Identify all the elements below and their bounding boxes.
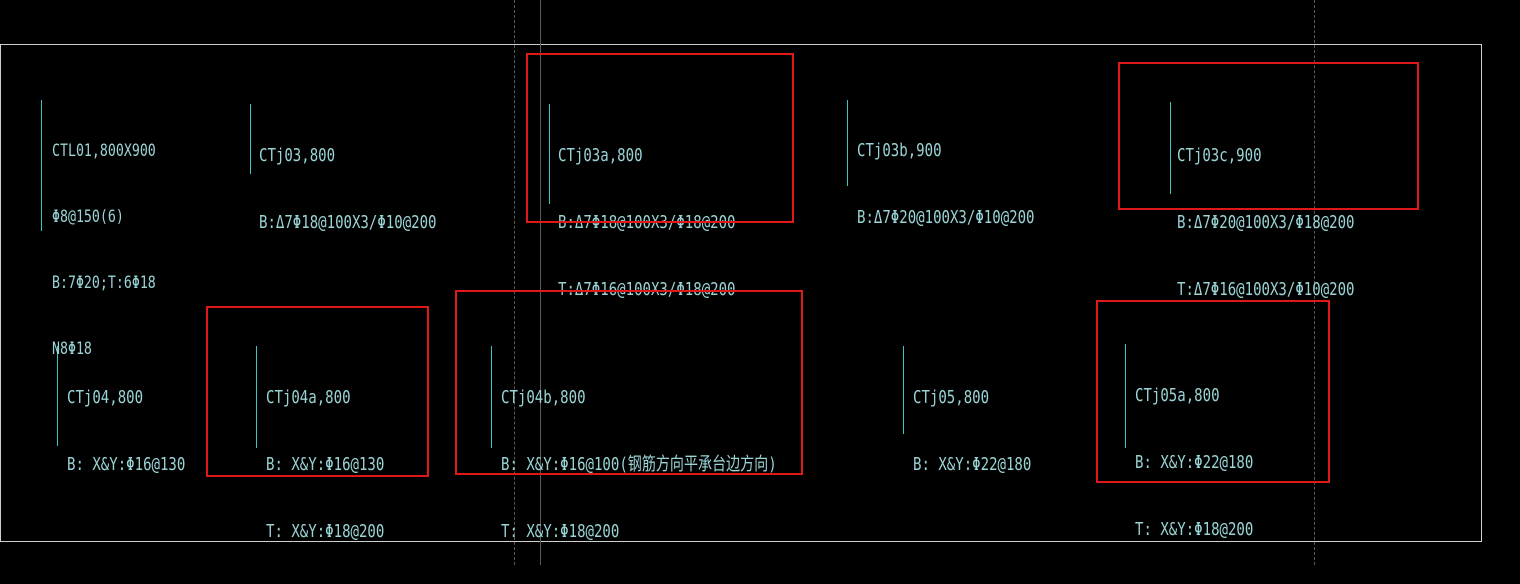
label-line: T: X&Y:Φ18@200 <box>266 521 385 542</box>
leader-line <box>903 346 904 434</box>
label-line: CTj05,800 <box>913 387 990 408</box>
leader-line <box>491 346 492 448</box>
highlight-box <box>206 306 429 477</box>
label-line: CTL01,800X900 <box>52 141 156 161</box>
axis-guide-line <box>540 0 541 565</box>
label-ctj03c[interactable]: CTj03c,900 B:Δ7Φ20@100X3/Φ18@200 T:Δ7Φ16… <box>1177 103 1405 342</box>
axis-guide-line <box>1314 0 1315 565</box>
leader-line <box>256 346 257 448</box>
cad-drawing-canvas: CTL01,800X900 Φ8@150(6) B:7Φ20;T:6Φ18 N8… <box>0 0 1482 565</box>
highlight-box <box>1096 300 1330 483</box>
highlight-box <box>455 290 803 475</box>
leader-line <box>57 346 58 446</box>
label-line: B: X&Y:Φ16@130 <box>266 454 385 475</box>
label-line: CTj04a,800 <box>266 387 351 408</box>
label-line: B:Δ7Φ18@100X3/Φ10@200 <box>259 212 437 233</box>
label-ctj04b[interactable]: CTj04b,800 B: X&Y:Φ16@100(钢筋方向平承台边方向) T:… <box>501 345 854 584</box>
label-line: B: X&Y:Φ22@180 <box>1135 452 1254 473</box>
label-line: B:Δ7Φ20@100X3/Φ10@200 <box>857 207 1035 228</box>
label-ctj05a[interactable]: CTj05a,800 B: X&Y:Φ22@180 T: X&Y:Φ18@200 <box>1135 343 1287 582</box>
axis-guide-line <box>514 0 515 565</box>
leader-line <box>250 104 251 174</box>
label-line: CTj04b,800 <box>501 387 586 408</box>
label-line: B: X&Y:Φ16@130 <box>67 454 186 475</box>
label-line: T:Δ7Φ16@100X3/Φ10@200 <box>1177 279 1355 300</box>
leader-line <box>41 100 42 231</box>
label-line: CTj03c,900 <box>1177 145 1262 166</box>
label-line: B: X&Y:Φ22@180 <box>913 454 1032 475</box>
label-line: T: X&Y:Φ18@200 <box>1135 519 1254 540</box>
label-ctj05[interactable]: CTj05,800 B: X&Y:Φ22@180 <box>913 345 1065 517</box>
label-line: B:Δ7Φ20@100X3/Φ18@200 <box>1177 212 1355 233</box>
label-ctj03[interactable]: CTj03,800 B:Δ7Φ18@100X3/Φ10@200 <box>259 103 487 275</box>
label-line: Φ8@150(6) <box>52 207 124 227</box>
label-ctl01[interactable]: CTL01,800X900 Φ8@150(6) B:7Φ20;T:6Φ18 N8… <box>52 99 185 401</box>
label-line: CTj04,800 <box>67 387 144 408</box>
label-line: B: X&Y:Φ16@100(钢筋方向平承台边方向) <box>501 454 777 475</box>
leader-line <box>1125 344 1126 448</box>
leader-line <box>847 100 848 186</box>
drawing-frame <box>0 44 1482 542</box>
leader-line <box>549 104 550 204</box>
label-line: B:7Φ20;T:6Φ18 <box>52 273 156 293</box>
label-line: T: X&Y:Φ18@200 <box>501 521 620 542</box>
highlight-box <box>1118 62 1419 210</box>
label-line: CTj05a,800 <box>1135 385 1220 406</box>
label-ctj03b[interactable]: CTj03b,900 B:Δ7Φ20@100X3/Φ10@200 <box>857 98 1085 270</box>
label-line: CTj03b,900 <box>857 140 942 161</box>
label-ctj04[interactable]: CTj04,800 B: X&Y:Φ16@130 <box>67 345 219 517</box>
label-line: N8Φ18 <box>52 339 92 359</box>
label-line: CTj03a,800 <box>558 145 643 166</box>
label-line: CTj03,800 <box>259 145 336 166</box>
leader-line <box>1170 102 1171 194</box>
label-line: T:Δ7Φ16@100X3/Φ18@200 <box>558 279 736 300</box>
label-ctj04a[interactable]: CTj04a,800 B: X&Y:Φ16@130 T: X&Y:Φ18@200 <box>266 345 418 584</box>
highlight-box <box>526 53 794 223</box>
